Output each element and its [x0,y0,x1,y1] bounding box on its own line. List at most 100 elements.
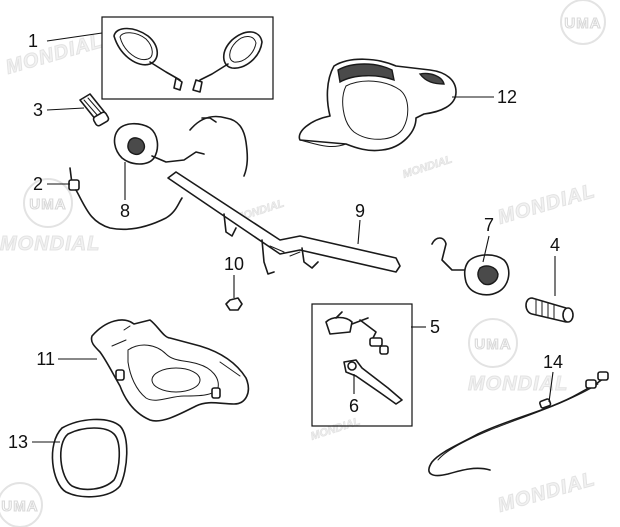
uma-watermark-text: UMA [29,196,66,213]
left-mirror-bolt [173,77,183,91]
uma-logo-watermark: UMA [560,0,606,45]
brake-lever-blade [343,359,403,405]
mondial-watermark-text: MONDIAL [495,468,598,517]
nut-hex [225,297,243,311]
lower-cover-ribs [111,325,241,377]
cover-vent [418,72,445,85]
cable-inner-wire [437,383,599,461]
lower-cover-clip-right [211,387,221,399]
mondial-watermark-text: MONDIAL [3,30,106,79]
callout-5: 5 [430,317,440,337]
part-5-brake-lever-assembly [311,303,413,427]
right-switch-button [477,265,499,286]
handlebar-center-post [261,239,275,275]
part-3-bolt [79,93,110,127]
part-9-handlebar [167,171,401,275]
uma-watermark-text: UMA [564,15,601,32]
callout-2: 2 [33,174,43,194]
callout-leaders [32,32,556,443]
right-mirror-glass [229,36,257,63]
bolt-thread [83,97,103,117]
lower-cover-clip-left [115,369,125,381]
part-13-speedometer-bezel [51,418,128,498]
connector-body [68,179,80,191]
part-4-handle-grip [525,297,574,323]
callout-9: 9 [355,201,365,221]
cover-outer [298,58,457,152]
callout-7: 7 [484,215,494,235]
bezel-outer [51,418,128,498]
part-7-right-switch-housing [431,237,510,296]
uma-watermark-text: UMA [474,336,511,353]
part-8-left-switch-housing [113,115,249,177]
left-mirror-stem [149,61,181,81]
cable-adjuster [585,379,597,389]
left-switch-button [127,137,146,156]
connector-cable [75,189,183,231]
lever-pivot-bolt [369,337,383,347]
callout-3: 3 [33,100,43,120]
part-14-control-cable [428,371,609,477]
mondial-watermark-text: MONDIAL [495,180,598,229]
mondial-watermark-text: MONDIAL [309,415,362,442]
callout-numbers: 1 2 3 4 5 6 7 8 9 10 11 12 13 14 [8,31,563,452]
cable-sheath [428,377,605,477]
callout-14: 14 [543,352,563,372]
handlebar-right-clamp [301,247,319,269]
lower-cover-outer [90,319,250,422]
right-mirror-bolt [192,79,203,93]
part-11-lower-handlebar-cover [90,319,250,422]
throttle-cable-loop [189,115,249,177]
left-mirror-glass [119,32,153,61]
left-switch-harness [151,151,205,163]
uma-watermark-text: UMA [1,498,38,515]
callout-4: 4 [550,235,560,255]
right-switch-harness [431,237,469,271]
cable-ferrule [539,398,552,409]
handlebar-tube [167,171,401,273]
leader-1 [46,32,103,42]
callout-11: 11 [36,349,55,369]
callout-12: 12 [497,87,517,107]
lever-pivot-nut [379,345,389,355]
part-1-rear-view-mirrors [101,16,274,100]
part-12-handlebar-cover [298,58,457,152]
grip-end-cap [562,307,574,323]
leader-3 [46,107,85,111]
left-mirror-housing [113,27,159,66]
lower-cover-center-opening [151,367,201,393]
cable-end-fitting-top [597,371,609,381]
callout-10: 10 [224,254,244,274]
part-6-brake-lever [343,359,403,405]
cover-top-shading [337,63,395,84]
cover-lower-edge [299,139,347,147]
callout-8: 8 [120,201,130,221]
uma-logo-watermark: UMA [0,482,43,527]
bezel-inner [59,427,121,491]
right-mirror-housing [222,31,263,69]
callout-6: 6 [349,396,359,416]
lever-group-box [311,303,413,427]
callout-1: 1 [28,31,38,51]
handlebar-mount [269,245,301,257]
callout-13: 13 [8,432,28,452]
mirror-group-box [101,16,274,100]
leader-14 [548,371,554,403]
mondial-watermark-text: MONDIAL [401,153,454,180]
part-10-nut [225,297,243,311]
brake-lever-pivot [347,361,357,371]
handlebar-left-clamp [223,213,237,237]
leader-7 [482,235,490,263]
cable-fitting [201,117,217,123]
uma-logo-watermark: UMA [468,318,518,368]
part-2-connector-cable [68,167,183,231]
uma-logo-watermark: UMA [23,178,73,228]
bolt-nut [92,111,110,127]
lever-bracket [325,316,353,335]
mondial-watermark-text: MONDIAL [0,233,100,255]
headlight-lens [342,80,409,140]
grip-ribs [535,299,555,320]
leader-9 [357,219,361,245]
right-mirror-stem [199,63,229,81]
